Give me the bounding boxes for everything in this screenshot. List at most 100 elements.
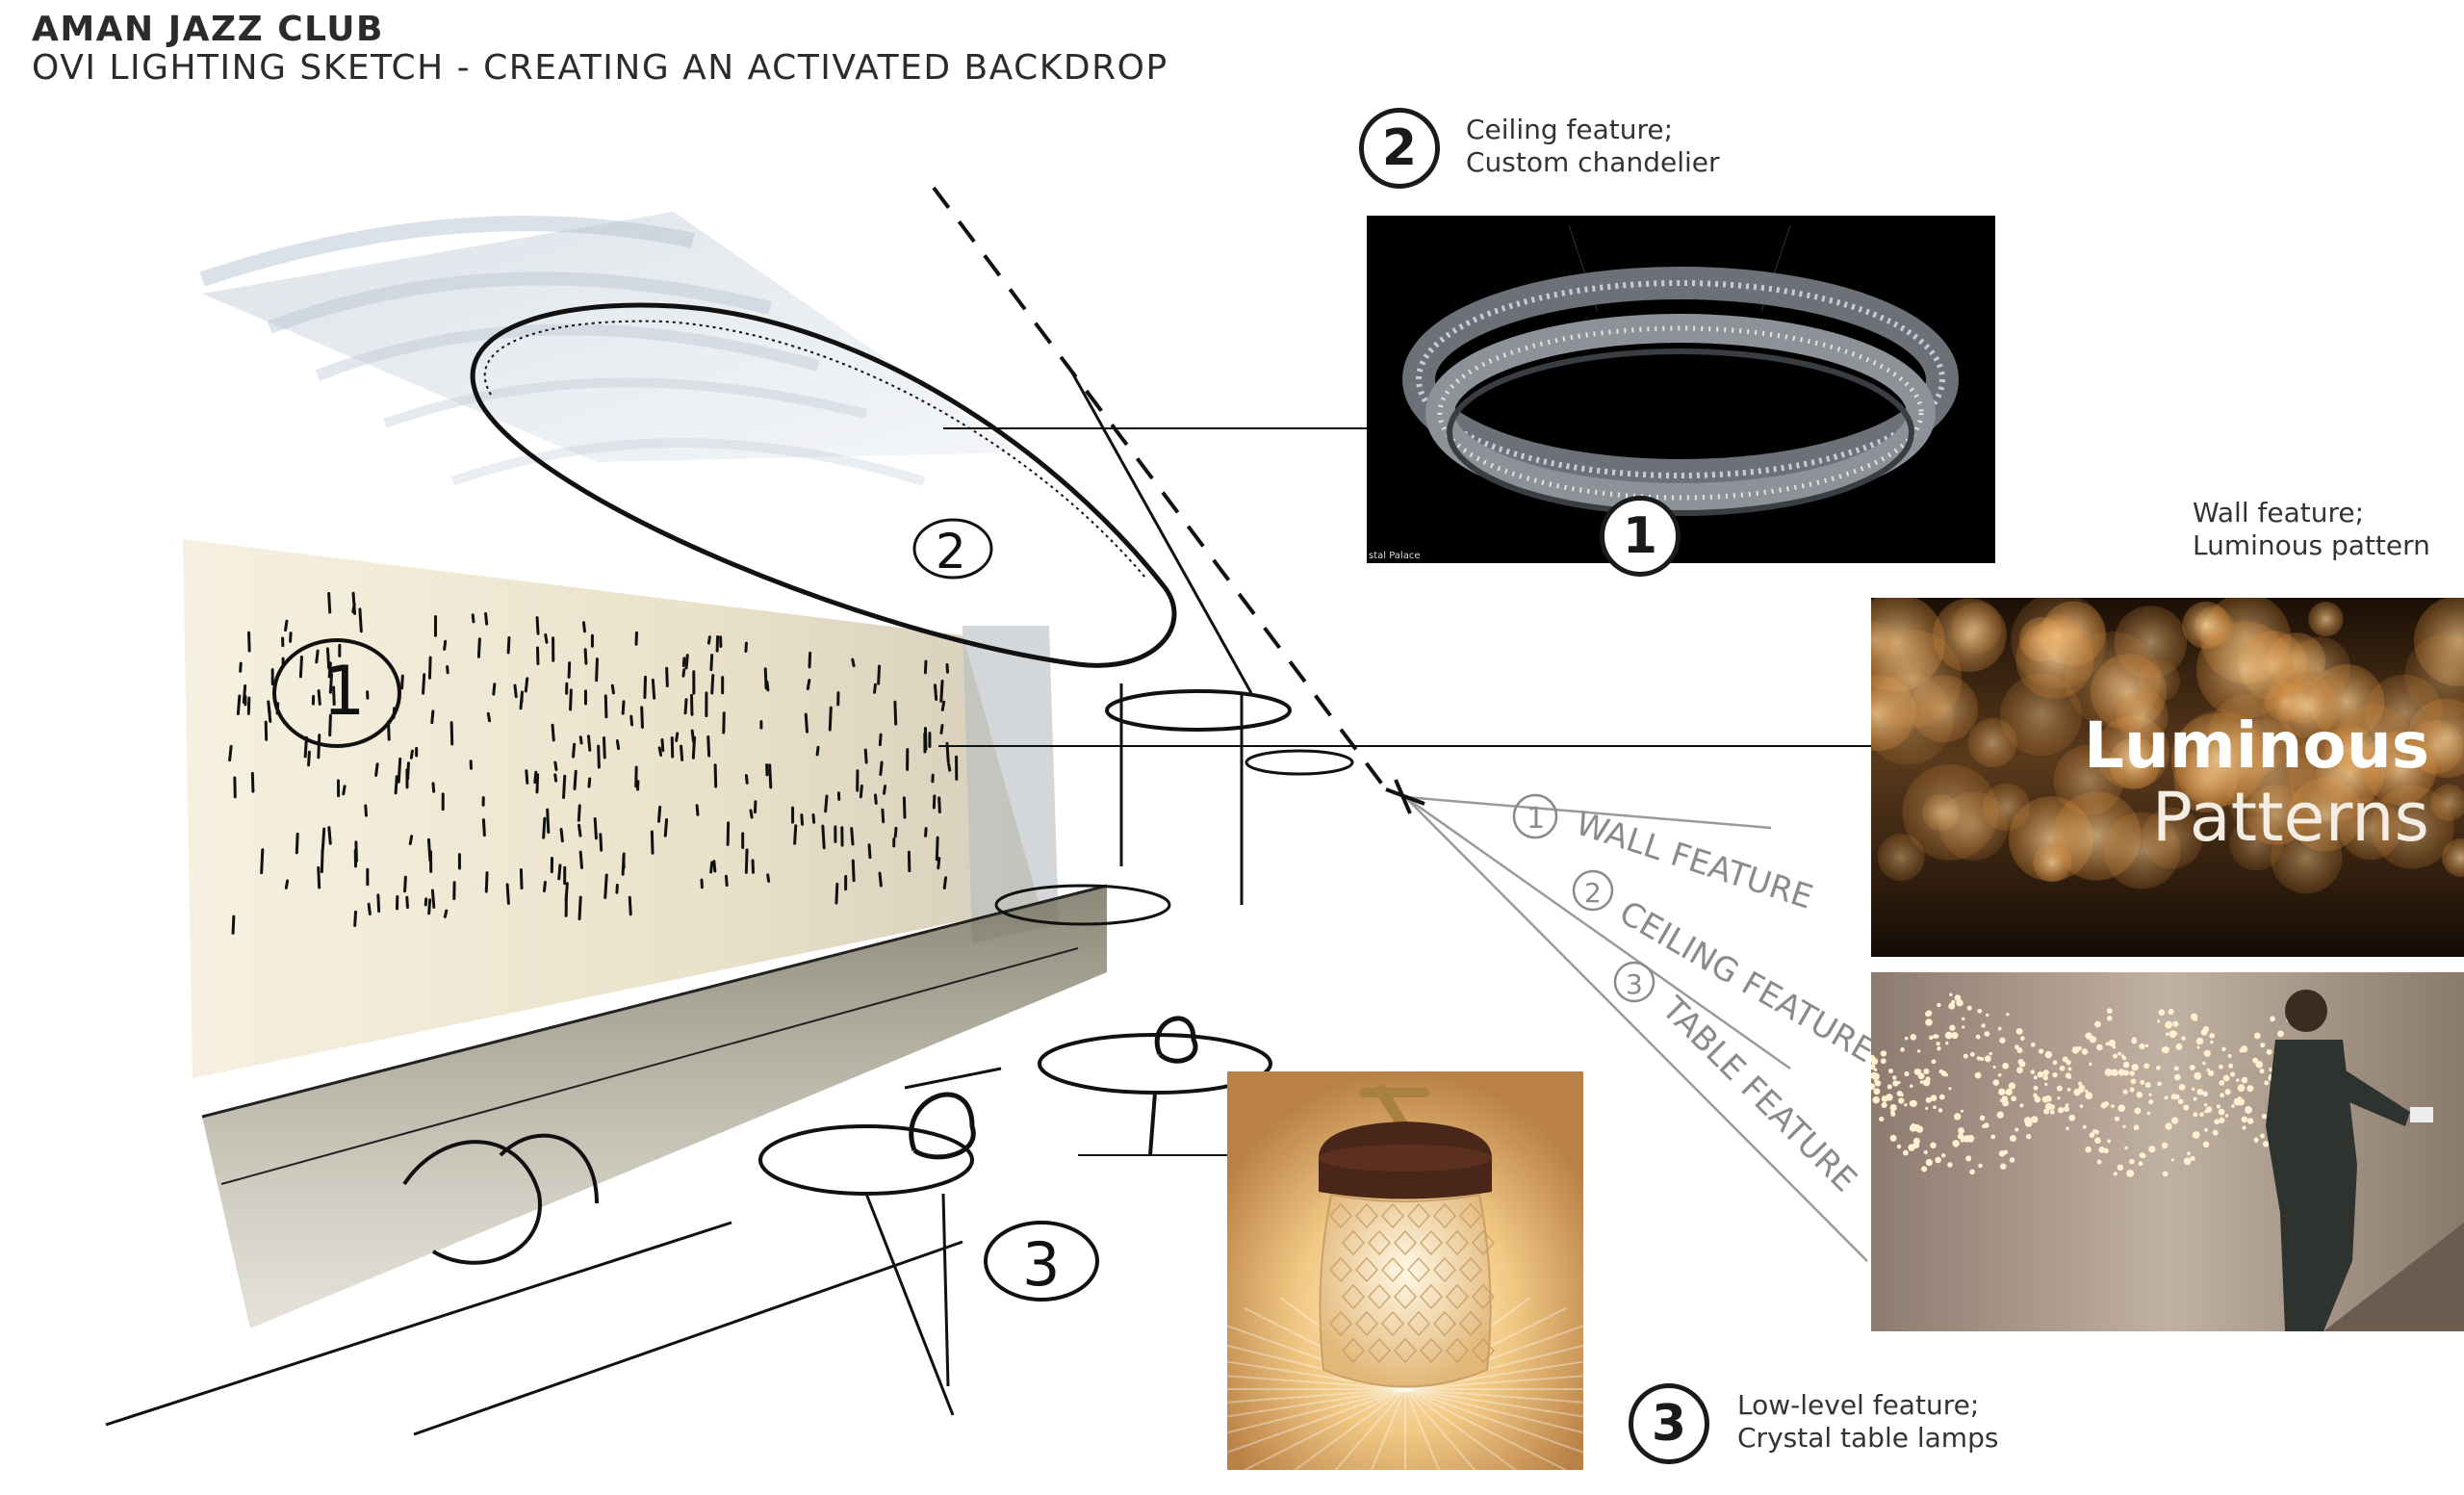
wall-light-point bbox=[2176, 1044, 2181, 1048]
wall-mark bbox=[476, 637, 481, 658]
wall-light-point bbox=[2100, 1102, 2107, 1109]
callout-wall-line1: Wall feature; bbox=[2193, 497, 2365, 528]
wall-light-point bbox=[2030, 1070, 2036, 1074]
wall-light-point bbox=[2219, 1117, 2225, 1123]
wall-light-point bbox=[2046, 1096, 2052, 1102]
light-ray bbox=[1404, 1388, 1583, 1454]
wall-mark bbox=[394, 775, 398, 795]
luminous-word: Luminous bbox=[2083, 709, 2429, 783]
wall-light-point bbox=[1945, 1041, 1949, 1045]
wall-light-point bbox=[2079, 1104, 2084, 1108]
wall-light-point bbox=[2044, 1082, 2048, 1087]
bokeh-light bbox=[2371, 785, 2454, 869]
wall-light-point bbox=[1947, 1162, 1953, 1168]
bokeh-light bbox=[2182, 601, 2230, 650]
wall-mark bbox=[351, 591, 357, 615]
wall-light-point bbox=[2204, 1110, 2208, 1114]
glass-facet bbox=[1328, 1310, 1353, 1337]
wall-light-point bbox=[2218, 1108, 2225, 1116]
chandelier-sketch bbox=[470, 302, 1177, 668]
wall-light-point bbox=[2203, 1127, 2209, 1132]
wall-light-point bbox=[2025, 1133, 2032, 1140]
wall-light-point bbox=[2030, 1042, 2036, 1047]
wall-mark bbox=[239, 661, 243, 673]
wall-mark bbox=[562, 774, 567, 799]
glass-facet bbox=[1458, 1202, 1483, 1229]
wall-light-point bbox=[2118, 1104, 2126, 1113]
wall-mark bbox=[581, 621, 586, 633]
wall-mark bbox=[877, 664, 882, 685]
glass-facet bbox=[1393, 1283, 1418, 1310]
wall-light-point bbox=[1880, 1058, 1886, 1065]
wall-mark bbox=[471, 613, 475, 624]
wall-installation-photo bbox=[1871, 972, 2464, 1331]
wall-light-point bbox=[2126, 1169, 2135, 1177]
wall-light-point bbox=[2144, 1082, 2151, 1089]
wall-light-point bbox=[2089, 1036, 2097, 1044]
wall-light-point bbox=[2113, 1172, 2118, 1176]
wall-light-point bbox=[1925, 1096, 1932, 1103]
wall-light-point bbox=[2224, 1089, 2231, 1095]
wall-light-point bbox=[1909, 1124, 1917, 1132]
wall-light-point bbox=[2131, 1064, 2139, 1071]
wall-mark bbox=[427, 898, 432, 915]
wall-light-point bbox=[2191, 1087, 2195, 1092]
wall-light-point bbox=[1889, 1134, 1897, 1142]
wall-light-point bbox=[2085, 1146, 2092, 1153]
wall-mark bbox=[933, 683, 938, 701]
wall-light-point bbox=[2202, 1061, 2206, 1066]
wall-light-point bbox=[1992, 1079, 2000, 1086]
wall-light-point bbox=[2219, 1080, 2225, 1086]
bokeh-light bbox=[2404, 633, 2464, 718]
wall-light-point bbox=[2245, 1106, 2252, 1114]
glass-facet bbox=[1341, 1337, 1366, 1364]
wall-light-point bbox=[2005, 1088, 2013, 1096]
wall-light-point bbox=[2059, 1065, 2066, 1071]
wall-mark bbox=[808, 651, 812, 669]
wall-mark bbox=[317, 689, 321, 706]
wall-mark bbox=[505, 883, 510, 905]
bokeh-light bbox=[1871, 630, 1963, 729]
wall-mark bbox=[267, 700, 271, 715]
wall-mark bbox=[353, 910, 357, 927]
wall-mark bbox=[893, 826, 898, 838]
wall-mark bbox=[851, 859, 856, 883]
wall-light-point bbox=[1944, 1031, 1953, 1040]
wall-light-point bbox=[2247, 1087, 2252, 1092]
wall-light-point bbox=[2236, 1078, 2240, 1082]
glass-facet bbox=[1445, 1337, 1470, 1364]
wall-light-point bbox=[2073, 1088, 2081, 1096]
wall-light-point bbox=[2237, 1095, 2243, 1101]
wall-light-point bbox=[2056, 1085, 2063, 1092]
wall-light-point bbox=[2065, 1103, 2069, 1107]
wall-mark bbox=[615, 738, 621, 751]
wall-mark bbox=[940, 700, 946, 711]
wall-light-point bbox=[2068, 1114, 2076, 1121]
wall-light-point bbox=[2038, 1048, 2044, 1054]
chandelier-photo: stal Palace bbox=[1367, 216, 1995, 563]
sketch-num-2: 2 bbox=[936, 524, 966, 580]
wall-light-point bbox=[2220, 1093, 2225, 1098]
light-ray bbox=[1404, 1388, 1583, 1404]
wall-mark bbox=[317, 865, 321, 889]
wall-light-point bbox=[1873, 1068, 1878, 1072]
wall-light-point bbox=[2202, 1141, 2210, 1148]
light-ray bbox=[1404, 1388, 1567, 1470]
glass-facet bbox=[1341, 1283, 1366, 1310]
light-ray bbox=[1404, 1388, 1583, 1418]
wall-mark bbox=[317, 734, 321, 760]
wall-light-point bbox=[2098, 1147, 2106, 1153]
wall-mark bbox=[597, 744, 601, 769]
glass-facet bbox=[1419, 1283, 1444, 1310]
wall-mark bbox=[506, 636, 511, 655]
wall-light-point bbox=[2129, 1158, 2135, 1165]
wall-mark bbox=[621, 700, 626, 715]
wall-light-point bbox=[2148, 1146, 2156, 1153]
wall-light-point bbox=[2224, 1114, 2229, 1118]
wall-mark bbox=[492, 683, 497, 696]
wall-light-point bbox=[1937, 1002, 1941, 1008]
wall-light-point bbox=[2113, 1053, 2118, 1059]
wall-mark bbox=[834, 882, 839, 905]
wall-light-point bbox=[1954, 994, 1962, 1001]
wall-mark bbox=[449, 721, 454, 746]
